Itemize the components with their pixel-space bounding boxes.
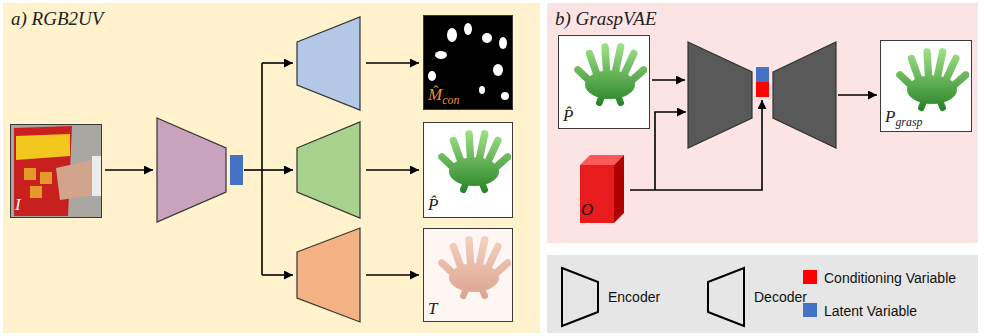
- panel-title: b) GraspVAE: [555, 9, 657, 30]
- cracker: [40, 172, 52, 184]
- sleeve: [92, 156, 102, 196]
- image-label: O: [581, 201, 593, 220]
- blob: [447, 28, 457, 42]
- blob: [501, 92, 509, 100]
- legend-entry: Conditioning Variable: [824, 269, 956, 287]
- blob: [493, 64, 503, 76]
- decoder-icon: [708, 268, 744, 326]
- legend-swatch: [803, 270, 817, 284]
- legend-entry: Decoder: [754, 288, 807, 306]
- object-node: O: [575, 150, 627, 226]
- texture-hand: [442, 240, 508, 296]
- image-box: I: [10, 124, 102, 218]
- blob: [435, 51, 447, 59]
- cracker: [24, 168, 36, 180]
- legend-entry: Encoder: [608, 288, 660, 306]
- uv-hand: [442, 134, 508, 190]
- latent-variable: [230, 155, 243, 185]
- image-box: P̂: [558, 35, 650, 129]
- image-label: T: [428, 300, 437, 319]
- legend-text: Latent Variable: [824, 303, 917, 319]
- object-cube: [580, 155, 624, 223]
- arrows: [105, 63, 419, 275]
- arrow: [655, 112, 686, 190]
- panel: b) GraspVAE P̂ O Pgrasp: [547, 3, 978, 243]
- conditioning-variable: [756, 82, 769, 97]
- box-band: [16, 134, 70, 160]
- panel-ground: [3, 3, 540, 333]
- encoder-icon: [562, 268, 598, 326]
- arrow: [366, 62, 419, 64]
- wire: [261, 63, 263, 275]
- decoder-symbol: [297, 228, 360, 322]
- panel: a) RGB2UV I M̂conP̂ T: [3, 3, 540, 333]
- image-ground: [880, 40, 972, 132]
- wire: [244, 169, 262, 171]
- image-label: Pgrasp: [885, 108, 922, 129]
- arrow: [262, 169, 293, 171]
- encoder-symbol: [157, 118, 226, 222]
- decoder-symbol: [297, 122, 360, 218]
- arrow: [838, 94, 877, 96]
- image-label: P̂: [428, 196, 438, 215]
- arrow: [366, 169, 419, 171]
- decoder-symbol: [297, 17, 360, 110]
- arrow: [262, 62, 293, 64]
- legend-text: Conditioning Variable: [824, 270, 956, 286]
- image-ground: [423, 122, 513, 218]
- image-box: Pgrasp: [880, 40, 972, 132]
- uv-hand: [578, 47, 644, 103]
- image-label: I: [15, 196, 21, 215]
- cracker: [30, 186, 42, 198]
- legend-ground: [547, 255, 978, 333]
- input-photo: [10, 124, 102, 218]
- latent-variable: [756, 67, 769, 82]
- arrow: [105, 169, 153, 171]
- image-box: M̂con: [423, 15, 513, 110]
- image-label: P̂: [563, 107, 573, 126]
- encoder-symbol: [688, 42, 752, 148]
- legend-swatch: [803, 303, 817, 317]
- arrow: [262, 274, 293, 276]
- grasp-hand: [900, 52, 966, 108]
- decoder-symbol: [773, 42, 836, 148]
- arrow: [366, 274, 419, 276]
- legend-entry: Latent Variable: [824, 302, 917, 320]
- arrows: [630, 80, 877, 190]
- image-label: M̂con: [428, 86, 459, 107]
- blob: [499, 37, 507, 49]
- cube-front: [580, 165, 614, 223]
- image-box: T: [423, 228, 513, 322]
- legend-text: Decoder: [754, 289, 807, 305]
- image-ground: [558, 35, 650, 129]
- blob: [428, 71, 436, 81]
- panel-title: a) RGB2UV: [11, 9, 103, 30]
- legend-text: Encoder: [608, 289, 660, 305]
- contact-mask: [423, 15, 513, 110]
- panel-ground: [547, 3, 978, 243]
- image-box: P̂: [423, 122, 513, 218]
- image-ground: [423, 228, 513, 322]
- photo-background: [10, 124, 102, 218]
- blob: [479, 86, 485, 94]
- blob: [464, 23, 472, 35]
- blob: [482, 33, 492, 43]
- arrow: [652, 79, 685, 81]
- cube-side: [614, 155, 624, 223]
